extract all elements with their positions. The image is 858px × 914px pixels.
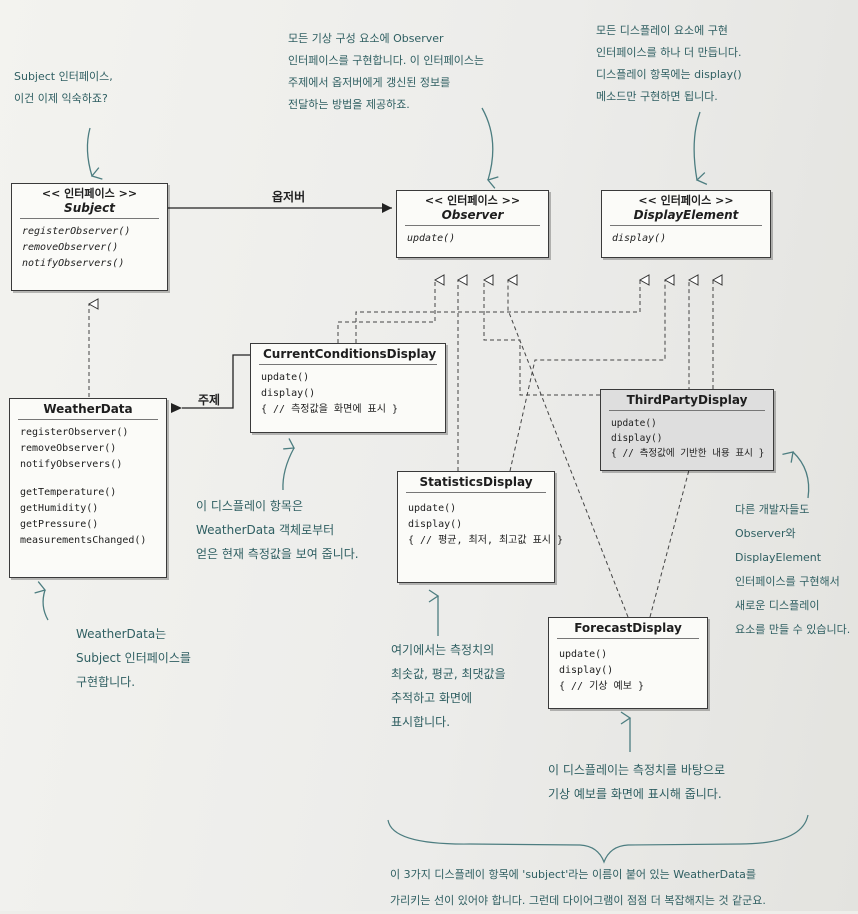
- bottom-brace: [387, 814, 809, 864]
- observer-note-arrow: [481, 107, 499, 189]
- current-note-arrow: [282, 438, 296, 491]
- current-conditions-class-box: CurrentConditionsDisplay update() displa…: [250, 343, 446, 433]
- third-party-annotation: 다른 개발자들도 Observer와 DisplayElement 인터페이스를…: [735, 498, 850, 642]
- forecast-to-observer-line: [508, 280, 629, 618]
- observer-stereotype: << 인터페이스 >>: [424, 194, 521, 207]
- annotation-line: 기상 예보를 화면에 표시해 줍니다.: [548, 787, 722, 801]
- annotation-line: 추적하고 화면에: [391, 691, 473, 705]
- annotation-line: 이 디스플레이 항목은: [196, 499, 303, 513]
- weatherdata-annotation: WeatherData는 Subject 인터페이스를 구현합니다.: [76, 622, 191, 694]
- current-conditions-method: update(): [261, 372, 310, 383]
- weatherdata-method: getTemperature(): [20, 487, 117, 498]
- annotation-line: 인터페이스를 구현해서: [735, 575, 840, 588]
- forecast-to-display-line: [649, 280, 689, 618]
- annotation-line: 표시합니다.: [391, 715, 451, 729]
- weatherdata-class-box: WeatherData registerObserver() removeObs…: [9, 398, 167, 578]
- statistics-class-box: StatisticsDisplay update() display() { /…: [397, 471, 564, 583]
- bottom-annotation: 이 3가지 디스플레이 항목에 'subject'라는 이름이 붙어 있는 We…: [390, 862, 766, 914]
- current-conditions-annotation: 이 디스플레이 항목은 WeatherData 객체로부터 얻은 현재 측정값을…: [196, 494, 359, 566]
- statistics-method: update(): [408, 503, 457, 514]
- annotation-line: DisplayElement: [735, 551, 822, 564]
- annotation-line: 모든 디스플레이 요소에 구현: [596, 24, 728, 37]
- observer-interface-box: << 인터페이스 >> Observer update(): [396, 190, 549, 258]
- statistics-method: display(): [408, 519, 463, 530]
- thirdparty-to-observer-line: [484, 280, 600, 396]
- third-party-method: display(): [611, 433, 663, 444]
- statistics-annotation: 여기에서는 측정치의 최솟값, 평균, 최댓값을 추적하고 화면에 표시합니다.: [391, 638, 506, 734]
- observer-annotation: 모든 기상 구성 요소에 Observer 인터페이스를 구현합니다. 이 인터…: [288, 28, 484, 116]
- subject-method: removeObserver(): [22, 242, 119, 253]
- annotation-line: 인터페이스를 구현합니다. 이 인터페이스는: [288, 54, 485, 67]
- forecast-class-box: ForecastDisplay update() display() { // …: [548, 617, 708, 709]
- weatherdata-method: measurementsChanged(): [20, 535, 147, 546]
- statistics-to-display-line: [509, 280, 665, 472]
- weatherdata-method: getHumidity(): [20, 503, 99, 514]
- annotation-line: 디스플레이 항목에는 display(): [596, 68, 742, 81]
- weatherdata-method: notifyObservers(): [20, 459, 123, 470]
- subject-note-arrow: [86, 127, 103, 180]
- subject-method: registerObserver(): [22, 226, 131, 237]
- subject-annotation: Subject 인터페이스, 이건 이제 익숙하죠?: [14, 66, 113, 110]
- observer-association-label: 옵저버: [272, 190, 306, 204]
- current-conditions-name: CurrentConditionsDisplay: [263, 347, 437, 361]
- display-element-name: DisplayElement: [633, 208, 739, 222]
- annotation-line: Subject 인터페이스,: [14, 70, 113, 83]
- annotation-line: WeatherData는: [76, 627, 167, 641]
- annotation-line: 모든 기상 구성 요소에 Observer: [288, 32, 444, 45]
- display-element-annotation: 모든 디스플레이 요소에 구현 인터페이스를 하나 더 만듭니다. 디스플레이 …: [596, 20, 742, 108]
- forecast-name: ForecastDisplay: [574, 621, 682, 635]
- third-party-class-box: ThirdPartyDisplay update() display() { /…: [600, 389, 774, 471]
- subject-association-label: 주제: [198, 393, 221, 407]
- current-conditions-method: { // 측정값을 화면에 표시 }: [261, 404, 398, 415]
- thirdparty-note-arrow: [782, 451, 810, 499]
- annotation-line: 인터페이스를 하나 더 만듭니다.: [596, 46, 742, 59]
- subject-interface-box: << 인터페이스 >> Subject registerObserver() r…: [11, 183, 168, 291]
- subject-name: Subject: [64, 201, 115, 215]
- annotation-line: 최솟값, 평균, 최댓값을: [391, 667, 506, 681]
- observer-name: Observer: [441, 208, 504, 222]
- forecast-method: display(): [559, 665, 614, 676]
- current-to-display-line: [355, 280, 640, 343]
- annotation-line: 요소를 만들 수 있습니다.: [735, 623, 851, 636]
- forecast-annotation: 이 디스플레이는 측정치를 바탕으로 기상 예보를 화면에 표시해 줍니다.: [548, 758, 725, 806]
- annotation-line: WeatherData 객체로부터: [196, 523, 335, 537]
- annotation-line: 얻은 현재 측정값을 보여 줍니다.: [196, 547, 359, 561]
- subject-method: notifyObservers(): [22, 258, 125, 269]
- display-note-arrow: [693, 111, 708, 185]
- annotation-line: 주제에서 옵저버에게 갱신된 정보를: [288, 76, 451, 89]
- annotation-line: 이 디스플레이는 측정치를 바탕으로: [548, 763, 726, 777]
- annotation-line: 가리키는 선이 있어야 합니다. 그런데 다이어그램이 점점 더 복잡해지는 것…: [390, 894, 766, 907]
- annotation-line: 전달하는 방법을 제공하죠.: [288, 98, 410, 111]
- forecast-method: update(): [559, 649, 608, 660]
- display-element-stereotype: << 인터페이스 >>: [638, 194, 734, 207]
- annotation-line: 이건 이제 익숙하죠?: [14, 92, 108, 105]
- annotation-line: 메소드만 구현하면 됩니다.: [596, 90, 718, 103]
- observer-method: update(): [407, 233, 456, 244]
- weatherdata-method: removeObserver(): [20, 443, 117, 454]
- display-element-method: display(): [612, 233, 667, 244]
- statistics-name: StatisticsDisplay: [419, 475, 533, 489]
- weatherdata-method: getPressure(): [20, 519, 99, 530]
- annotation-line: 다른 개발자들도: [735, 503, 810, 516]
- weatherdata-method: registerObserver(): [20, 427, 129, 438]
- third-party-method: { // 측정값에 기반한 내용 표시 }: [611, 448, 765, 459]
- weatherdata-name: WeatherData: [43, 402, 133, 416]
- weatherdata-note-arrow: [34, 581, 49, 621]
- current-to-observer-line: [337, 280, 435, 343]
- annotation-line: Subject 인터페이스를: [76, 651, 191, 665]
- annotation-line: 새로운 디스플레이: [735, 599, 820, 612]
- display-element-interface-box: << 인터페이스 >> DisplayElement display(): [601, 190, 771, 258]
- third-party-method: update(): [611, 418, 657, 429]
- statistics-method: { // 평균, 최저, 최고값 표시 }: [408, 535, 564, 546]
- current-conditions-method: display(): [261, 388, 316, 399]
- annotation-line: 여기에서는 측정치의: [391, 643, 495, 657]
- third-party-name: ThirdPartyDisplay: [626, 393, 748, 407]
- annotation-line: 이 3가지 디스플레이 항목에 'subject'라는 이름이 붙어 있는 We…: [390, 868, 756, 881]
- forecast-method: { // 기상 예보 }: [559, 681, 644, 692]
- subject-stereotype: << 인터페이스 >>: [41, 187, 138, 200]
- annotation-line: 구현합니다.: [76, 675, 136, 689]
- subject-association-line: [171, 354, 250, 413]
- annotation-line: Observer와: [735, 527, 796, 540]
